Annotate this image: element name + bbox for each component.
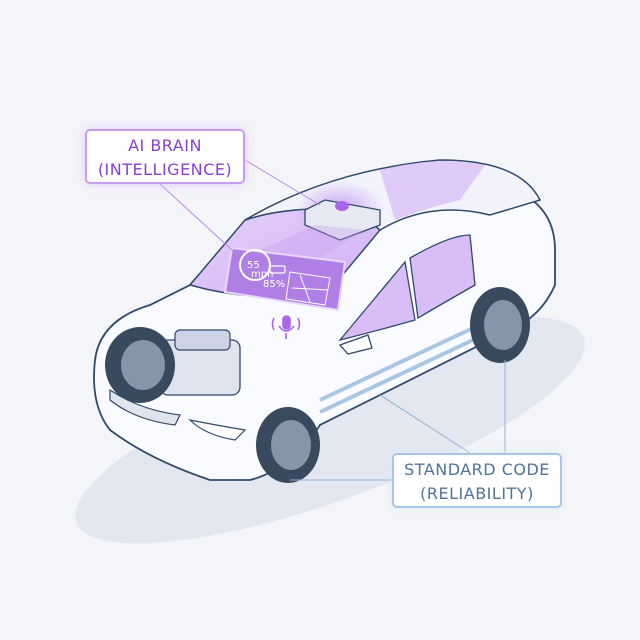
speed-value: 55 [247, 260, 260, 271]
ai-brain-label-line1: AI BRAIN [128, 136, 202, 155]
side-window-front [338, 260, 416, 342]
standard-code-label: STANDARD CODE (RELIABILITY) [392, 453, 562, 508]
car-shadow [75, 316, 585, 544]
roof-sensor [304, 199, 381, 241]
battery-icon [269, 265, 286, 274]
speedometer-gauge [239, 249, 271, 281]
ai-leader-line [244, 159, 321, 206]
headlight [188, 419, 247, 441]
speed-unit: mph [251, 269, 273, 280]
dashboard-screen: 55 mph 85% [223, 246, 347, 312]
std-leader-line-2 [379, 394, 471, 454]
standard-code-label-line2: (RELIABILITY) [420, 484, 534, 503]
rear-window [380, 161, 485, 220]
ai-leader-line-dash [159, 183, 233, 251]
ai-brain-label-line2: (INTELLIGENCE) [97, 160, 233, 179]
side-sill [319, 318, 491, 414]
engine-cover [174, 329, 231, 351]
microphone-icon [271, 315, 301, 339]
battery-value: 85% [263, 279, 285, 290]
ai-brain-label: AI BRAIN (INTELLIGENCE) [85, 129, 245, 184]
front-right-wheel [256, 407, 320, 483]
standard-code-label-line1: STANDARD CODE [404, 460, 550, 479]
map-icon [285, 271, 331, 306]
side-mirror [338, 334, 373, 355]
front-left-wheel [105, 327, 175, 403]
rear-right-wheel [470, 287, 530, 363]
sensor-light [335, 201, 349, 211]
side-window-rear [409, 234, 476, 320]
